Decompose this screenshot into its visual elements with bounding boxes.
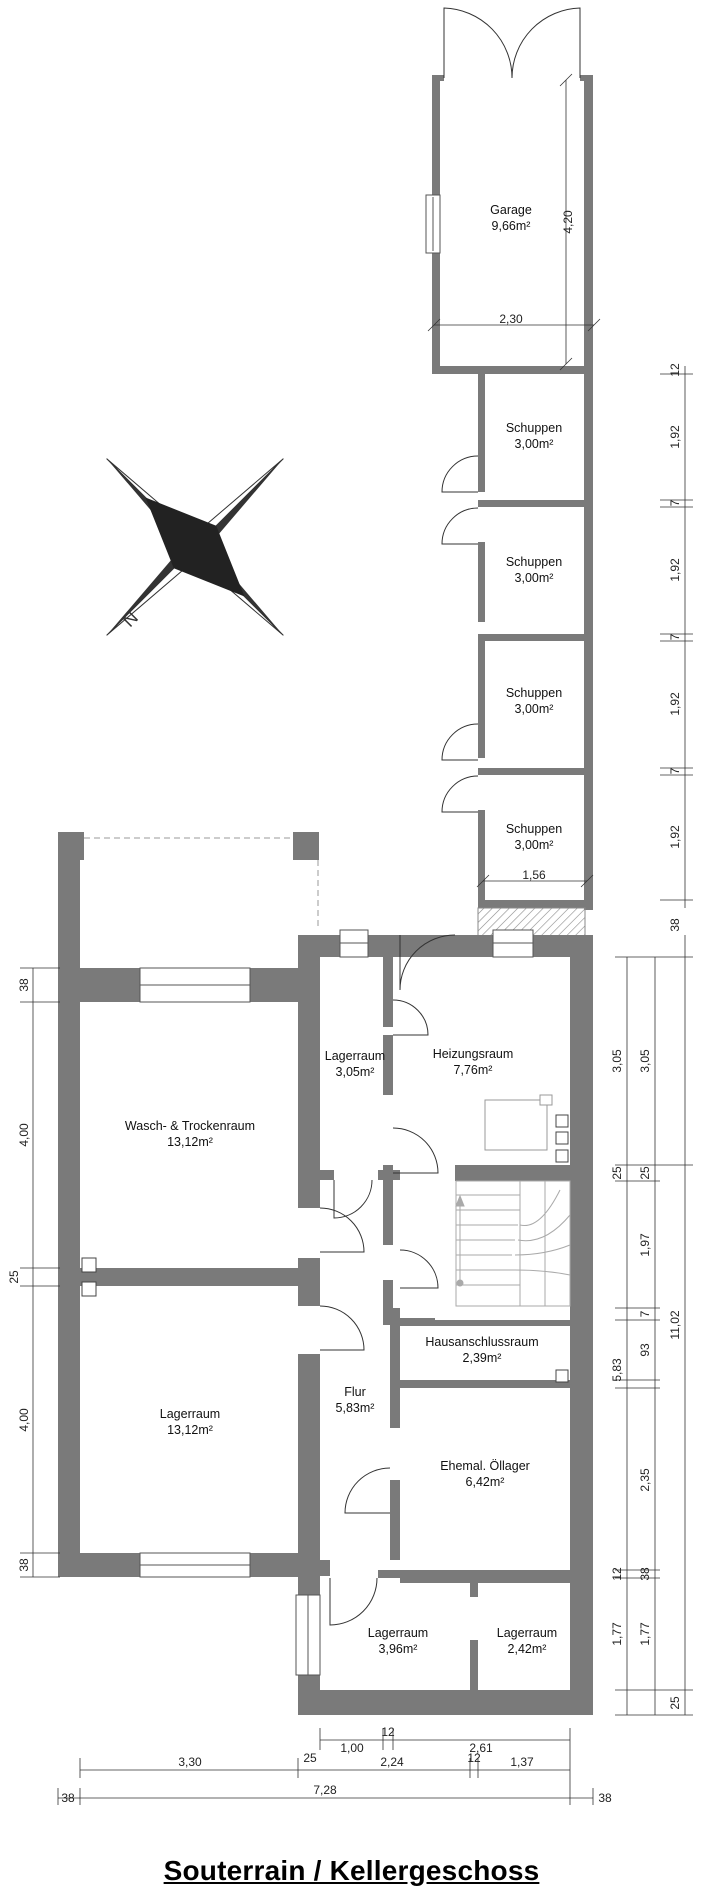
dim-house1-7: 12	[610, 1567, 624, 1581]
dim-garage-width: 2,30	[499, 312, 523, 326]
room-schuppen1-area: 3,00m²	[515, 437, 554, 451]
room-lager-small-name: Lagerraum	[325, 1049, 385, 1063]
room-lager-se-name: Lagerraum	[497, 1626, 557, 1640]
room-hausanschluss-area: 2,39m²	[463, 1351, 502, 1365]
dim-bottom3-2: 7,28	[313, 1783, 337, 1797]
dim-house1-2: 25	[610, 1166, 624, 1180]
room-schuppen2-name: Schuppen	[506, 555, 562, 569]
dim-house2-3: 5,83	[610, 1358, 624, 1382]
dim-left-3: 25	[7, 1270, 21, 1284]
room-lager-se-area: 2,42m²	[508, 1642, 547, 1656]
room-schuppen2-area: 3,00m²	[515, 571, 554, 585]
dim-bottom1-1: 1,00	[340, 1741, 364, 1755]
dim-house-total: 11,02	[668, 1310, 682, 1339]
room-schuppen4-name: Schuppen	[506, 822, 562, 836]
dim-left-5: 38	[17, 1558, 31, 1572]
dim-bottom2-4: 12	[467, 1751, 481, 1765]
dim-right-4: 1,92	[668, 558, 682, 582]
room-oellager-area: 6,42m²	[466, 1475, 505, 1489]
dim-right-5: 7	[668, 633, 682, 640]
house-walls	[58, 832, 593, 1715]
room-garage-name: Garage	[490, 203, 532, 217]
room-schuppen4-area: 3,00m²	[515, 838, 554, 852]
house-doors	[319, 934, 456, 1626]
dim-left-4: 4,00	[17, 1408, 31, 1432]
room-schuppen3-name: Schuppen	[506, 686, 562, 700]
room-flur-area: 5,83m²	[336, 1401, 375, 1415]
shed-doors	[441, 455, 479, 813]
dimension-lines	[20, 73, 693, 1805]
dim-bottom2-1: 3,30	[178, 1755, 202, 1769]
compass-rose	[106, 458, 284, 636]
dim-house2-2: 25	[638, 1166, 652, 1180]
room-wasch-name: Wasch- & Trockenraum	[125, 1119, 255, 1133]
compass-north-label: N	[119, 607, 142, 630]
dim-right-8: 1,92	[668, 825, 682, 849]
dim-house1-5: 93	[638, 1343, 652, 1357]
dim-bottom3-3: 38	[598, 1791, 612, 1805]
dim-house1-4: 7	[638, 1310, 652, 1317]
room-wasch-area: 13,12m²	[167, 1135, 213, 1149]
room-lager-big-name: Lagerraum	[160, 1407, 220, 1421]
dim-left-2: 4,00	[17, 1123, 31, 1147]
dim-house1-8: 1,77	[610, 1622, 624, 1646]
dim-bottom2-3: 2,24	[380, 1755, 404, 1769]
room-oellager-name: Ehemal. Öllager	[440, 1459, 530, 1473]
windows	[139, 929, 534, 1676]
dim-house2-1: 3,05	[638, 1049, 652, 1073]
dim-left-1: 38	[17, 978, 31, 992]
dim-bottom1-3: 2,61	[469, 1741, 493, 1755]
room-lager-sw-name: Lagerraum	[368, 1626, 428, 1640]
dim-right-6: 1,92	[668, 692, 682, 716]
dim-house2-5: 1,77	[638, 1622, 652, 1646]
dim-schuppen-width: 1,56	[522, 868, 546, 882]
room-hausanschluss-name: Hausanschlussraum	[425, 1335, 538, 1349]
wall-details	[81, 1094, 569, 1383]
dim-right-7: 7	[668, 767, 682, 774]
garage-structure	[425, 7, 593, 910]
room-schuppen1-name: Schuppen	[506, 421, 562, 435]
terrace	[58, 832, 319, 968]
room-garage-area: 9,66m²	[492, 219, 531, 233]
room-lager-sw-area: 3,96m²	[379, 1642, 418, 1656]
dimension-labels: 4,20 2,30 1,56 12 1,92 7 1,92 7 1,92 7 1…	[7, 210, 682, 1805]
dim-right-2: 1,92	[668, 425, 682, 449]
dim-right-3: 7	[668, 499, 682, 506]
plan-title: Souterrain / Kellergeschoss	[163, 1855, 540, 1886]
room-labels: Garage 9,66m² Schuppen 3,00m² Schuppen 3…	[125, 203, 562, 1656]
dim-bottom3-1: 38	[61, 1791, 75, 1805]
dim-garage-height: 4,20	[561, 210, 575, 234]
room-schuppen3-area: 3,00m²	[515, 702, 554, 716]
room-lager-big-area: 13,12m²	[167, 1423, 213, 1437]
room-heizung-name: Heizungsraum	[433, 1047, 514, 1061]
dim-bottom2-5: 1,37	[510, 1755, 534, 1769]
room-lager-small-area: 3,05m²	[336, 1065, 375, 1079]
room-heizung-area: 7,76m²	[454, 1063, 493, 1077]
dim-house1-6: 2,35	[638, 1468, 652, 1492]
dim-house1-1: 3,05	[610, 1049, 624, 1073]
dim-house2-4: 38	[638, 1567, 652, 1581]
shed-walls	[477, 374, 586, 939]
dim-bottom2-2: 25	[303, 1751, 317, 1765]
dim-bottom1-2: 12	[381, 1725, 395, 1739]
dim-house1-9: 25	[668, 1696, 682, 1710]
staircase	[455, 1180, 571, 1307]
dim-right-9: 38	[668, 918, 682, 932]
dim-house1-3: 1,97	[638, 1233, 652, 1257]
dim-right-1: 12	[668, 363, 682, 377]
room-flur-name: Flur	[344, 1385, 366, 1399]
